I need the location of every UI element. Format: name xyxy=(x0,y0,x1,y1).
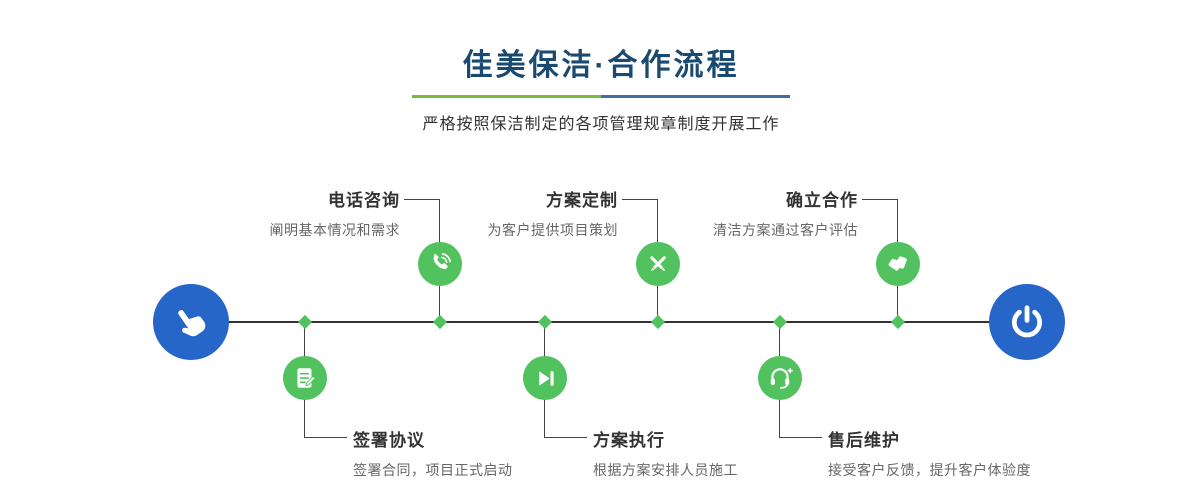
step-cooperation-label: 确立合作 清洁方案通过客户评估 xyxy=(646,186,858,240)
step-title: 方案定制 xyxy=(546,191,618,210)
divider-green-segment xyxy=(412,95,601,98)
step-desc: 阐明基本情况和需求 xyxy=(269,222,400,238)
step-execute-label: 方案执行 根据方案安排人员施工 xyxy=(593,426,863,480)
connector-line xyxy=(545,437,587,438)
timeline-line xyxy=(191,321,1028,323)
pointing-hand-icon xyxy=(171,302,211,342)
step-desc: 接受客户反馈，提升客户体验度 xyxy=(828,462,1031,478)
connector-line xyxy=(439,286,440,322)
phone-icon xyxy=(427,251,453,277)
connector-line xyxy=(544,323,545,356)
design-icon xyxy=(645,251,671,277)
connector-line xyxy=(897,199,898,243)
title-divider xyxy=(412,95,790,98)
step-desc: 签署合同，项目正式启动 xyxy=(353,462,513,478)
connector-line xyxy=(304,400,305,438)
step-title: 方案执行 xyxy=(593,431,665,450)
connector-line xyxy=(304,323,305,356)
connector-line xyxy=(779,323,780,356)
power-icon xyxy=(1008,303,1046,341)
step-title: 签署协议 xyxy=(353,431,425,450)
connector-line xyxy=(780,437,822,438)
diamond-marker xyxy=(890,314,906,330)
execute-icon xyxy=(533,366,558,391)
step-title: 售后维护 xyxy=(828,431,900,450)
connector-line xyxy=(404,199,440,200)
end-node xyxy=(989,284,1065,360)
contract-icon xyxy=(292,365,318,391)
step-desc: 清洁方案通过客户评估 xyxy=(713,222,858,238)
connector-line xyxy=(544,400,545,438)
step-contract-label: 签署协议 签署合同，项目正式启动 xyxy=(353,426,623,480)
step-cooperation-node xyxy=(876,242,920,286)
step-phone-node xyxy=(418,242,462,286)
connector-line xyxy=(779,400,780,438)
diamond-marker xyxy=(772,314,788,330)
step-design-label: 方案定制 为客户提供项目策划 xyxy=(406,186,618,240)
connector-line xyxy=(897,286,898,322)
handshake-icon xyxy=(885,251,912,278)
step-design-node xyxy=(636,242,680,286)
step-title: 电话咨询 xyxy=(328,191,400,210)
diamond-marker xyxy=(650,314,666,330)
step-phone-label: 电话咨询 阐明基本情况和需求 xyxy=(188,186,400,240)
step-desc: 为客户提供项目策划 xyxy=(487,222,618,238)
connector-line xyxy=(622,199,658,200)
divider-blue-segment xyxy=(601,95,790,98)
connector-line xyxy=(657,286,658,322)
diamond-marker xyxy=(297,314,313,330)
diamond-marker xyxy=(432,314,448,330)
step-desc: 根据方案安排人员施工 xyxy=(593,462,738,478)
start-node xyxy=(153,284,229,360)
connector-line xyxy=(305,437,347,438)
step-execute-node xyxy=(523,356,567,400)
step-support-node xyxy=(758,356,802,400)
connector-line xyxy=(439,199,440,243)
step-title: 确立合作 xyxy=(786,191,858,210)
diamond-marker xyxy=(537,314,553,330)
connector-line xyxy=(657,199,658,243)
support-icon xyxy=(767,365,793,391)
connector-line xyxy=(862,199,898,200)
step-contract-node xyxy=(283,356,327,400)
page-subtitle: 严格按照保洁制定的各项管理规章制度开展工作 xyxy=(422,116,780,133)
page-title: 佳美保洁·合作流程 xyxy=(462,49,740,82)
step-support-label: 售后维护 接受客户反馈，提升客户体验度 xyxy=(828,426,1098,480)
